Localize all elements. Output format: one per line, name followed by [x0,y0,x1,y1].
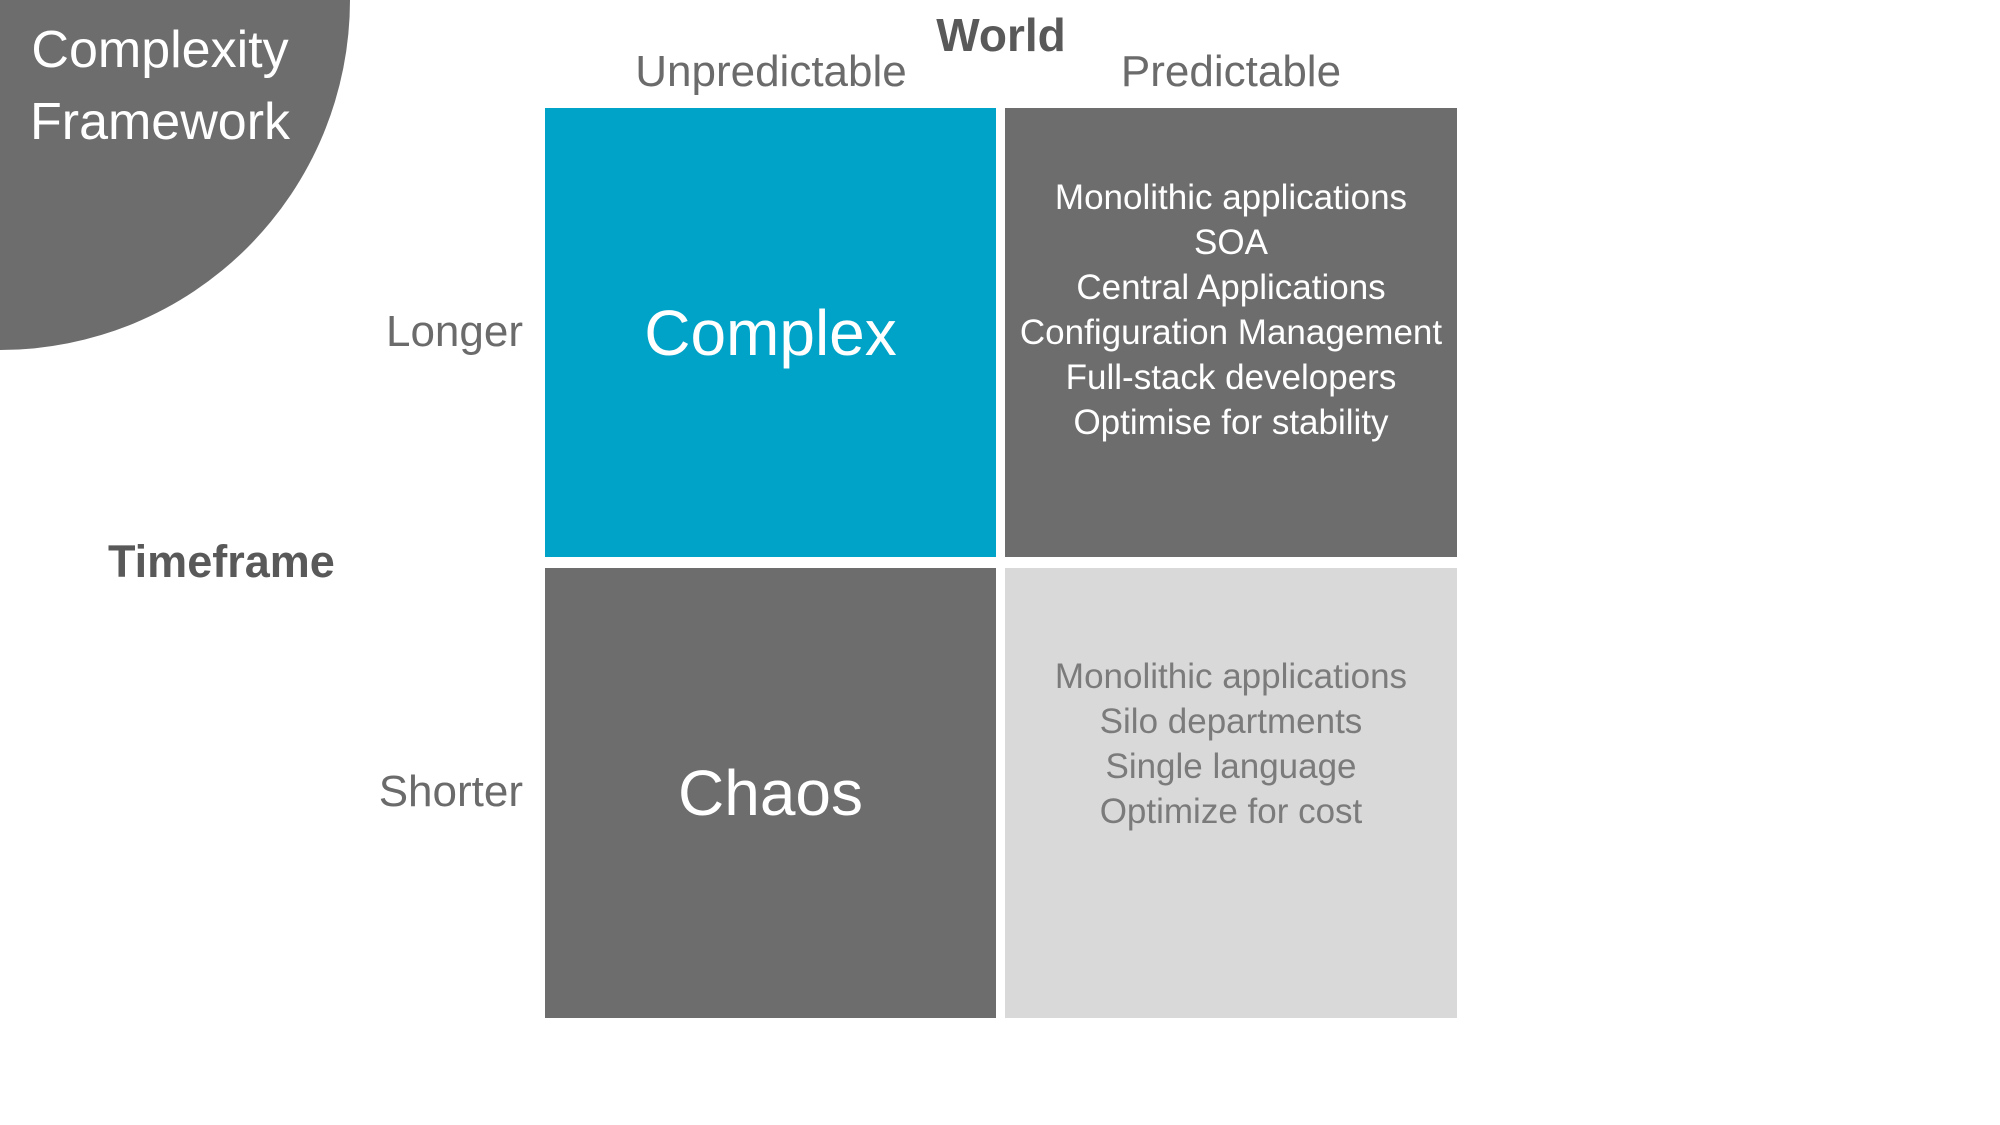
list-item: Central Applications [1076,267,1386,307]
list-item: Optimize for cost [1099,792,1363,831]
list-item: Full-stack developers [1065,357,1397,397]
corner-quarter-circle: Complexity Framework [0,0,350,350]
quadrant-chaos: Chaos [545,568,996,1018]
y-axis-title: Timeframe [108,536,335,587]
list-item: Single language [1105,747,1357,786]
list-item: Optimise for stability [1073,402,1389,442]
quadrant-predictable-longer: Monolithic applications SOA Central Appl… [1005,108,1457,557]
column-header-unpredictable: Unpredictable [635,47,907,96]
quadrant-chaos-label: Chaos [678,757,863,829]
page-title: Complexity Framework [15,14,305,158]
list-item: Monolithic applications [1054,657,1408,696]
list-item: Configuration Management [1019,312,1443,352]
quadrant-complex-label: Complex [644,296,897,369]
list-item: SOA [1194,222,1268,262]
page-title-line2: Framework [29,93,291,151]
row-header-shorter: Shorter [378,767,523,816]
quadrant-complex: Complex [545,108,996,557]
page-title-line1: Complexity [31,21,289,79]
x-axis-title: World [936,9,1066,61]
quadrant-predictable-shorter: Monolithic applications Silo departments… [1005,568,1457,1018]
list-item: Silo departments [1099,702,1363,741]
list-item: Monolithic applications [1054,177,1408,217]
row-header-longer: Longer [385,307,523,356]
column-header-predictable: Predictable [1120,47,1342,96]
